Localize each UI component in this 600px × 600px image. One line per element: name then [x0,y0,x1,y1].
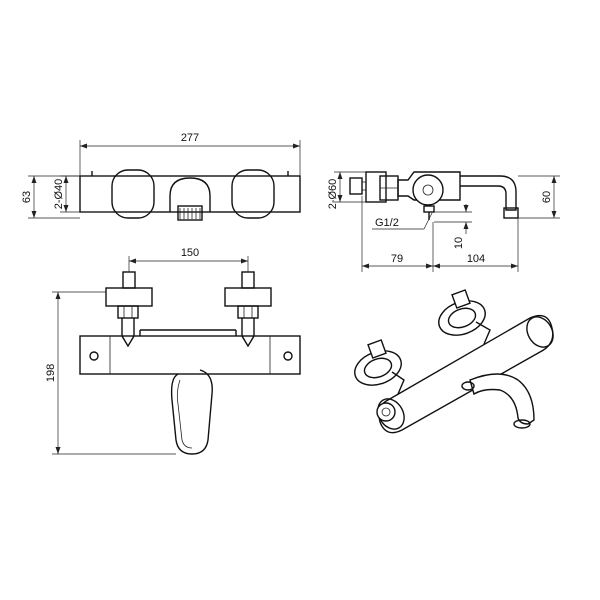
dim-277-label: 277 [181,132,199,144]
dim-150-label: 150 [181,247,199,259]
iso-spout [469,373,535,425]
dim-63-label: 63 [21,191,33,203]
iso-end-cap-right [526,316,554,348]
top-view-knob-right [231,169,275,219]
front-view-screw-left [89,351,99,361]
top-view: 277 63 2-Ø40 [21,132,301,221]
isometric-view [354,289,554,434]
dim-60-label: 60 [541,191,553,203]
dim-198-label: 198 [45,364,57,382]
front-view-inlet-right [241,271,255,289]
side-view-escutcheon [365,171,387,203]
front-view-nut-left [117,305,139,319]
front-view: 150 198 [45,247,301,455]
front-view-screw-right [283,351,293,361]
side-view: 2-Ø60 60 G1/2 10 79 104 [327,171,560,272]
side-view-spout-tip [503,207,519,219]
front-view-inlet-left [122,271,136,289]
front-view-spout [170,369,213,455]
top-view-knob-left [111,169,155,219]
dim-2-d60-label: 2-Ø60 [327,179,339,210]
front-view-nut-right [237,305,259,319]
iso-eccentric-left [391,371,405,395]
side-view-inlet-nut [349,177,363,195]
dim-104-label: 104 [467,253,485,265]
dim-10-label: 10 [453,237,465,249]
iso-inlet-left [367,339,387,359]
dim-79-label: 79 [391,253,403,265]
iso-inlet-right [451,289,471,309]
front-view-body [79,335,301,375]
side-view-body [397,171,461,201]
iso-control-knob [376,402,396,422]
thread-g1-2-label: G1/2 [375,217,399,229]
front-view-eccentric-left [121,318,135,348]
iso-eccentric-right [475,321,491,345]
top-view-outlet [177,205,203,221]
front-view-escutcheon-left [105,287,153,307]
side-view-handle [412,174,444,206]
dim-2-d40-label: 2-Ø40 [53,179,65,210]
front-view-eccentric-right [241,318,255,348]
iso-spout-outlet [513,419,531,429]
front-view-escutcheon-right [224,287,272,307]
top-view-body [79,175,301,213]
top-view-spout-housing [169,177,211,212]
side-view-spout [460,175,517,211]
